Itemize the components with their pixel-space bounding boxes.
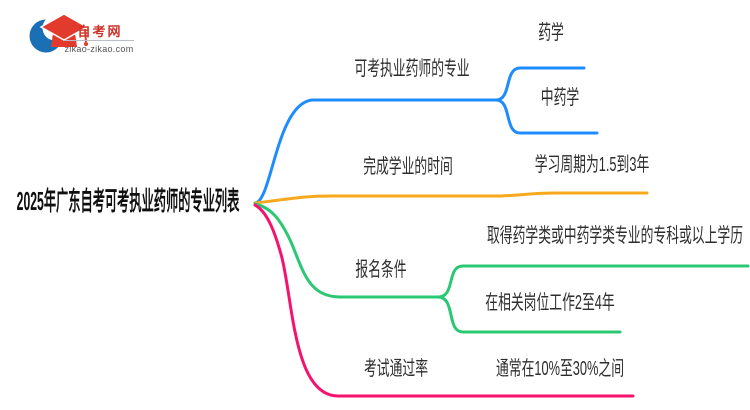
child-node-pharmacy: 药学 <box>538 22 564 44</box>
branch-line-requirements-child-work <box>436 295 622 334</box>
branch-label-majors: 可考执业药师的专业 <box>354 58 470 80</box>
branch-label-requirements: 报名条件 <box>355 259 407 281</box>
child-node-tcm-pharmacy: 中药学 <box>540 87 580 109</box>
logo-mark <box>29 13 89 53</box>
site-logo: 自考网 zikao-zikao.com <box>0 0 150 62</box>
branch-line-study-time <box>253 191 649 205</box>
branch-label-study-time: 完成学业的时间 <box>363 156 453 178</box>
child-node-degree-requirement: 取得药学类或中药学类专业的专科或以上学历 <box>487 225 743 247</box>
logo-divider <box>64 40 134 41</box>
branch-label-pass-rate: 考试通过率 <box>364 358 428 380</box>
branch-line-majors <box>253 98 498 205</box>
branch-line-majors-child-pharmacy <box>494 66 586 102</box>
graduation-cap-icon <box>39 13 89 47</box>
branch-line-requirements-child-degree <box>436 264 750 299</box>
child-node-study-period: 学习周期为1.5到3年 <box>534 154 650 176</box>
site-domain: zikao-zikao.com <box>64 44 134 54</box>
branch-line-requirements <box>253 202 440 299</box>
branch-line-pass-rate <box>253 203 635 398</box>
child-node-work-requirement: 在相关岗位工作2至4年 <box>485 292 615 314</box>
site-name: 自考网 <box>77 24 123 39</box>
branch-line-majors-child-tcm-pharmacy <box>494 98 599 135</box>
child-node-pass-rate-value: 通常在10%至30%之间 <box>495 358 625 380</box>
root-node: 2025年广东自考可考执业药师的专业列表 <box>16 186 240 216</box>
